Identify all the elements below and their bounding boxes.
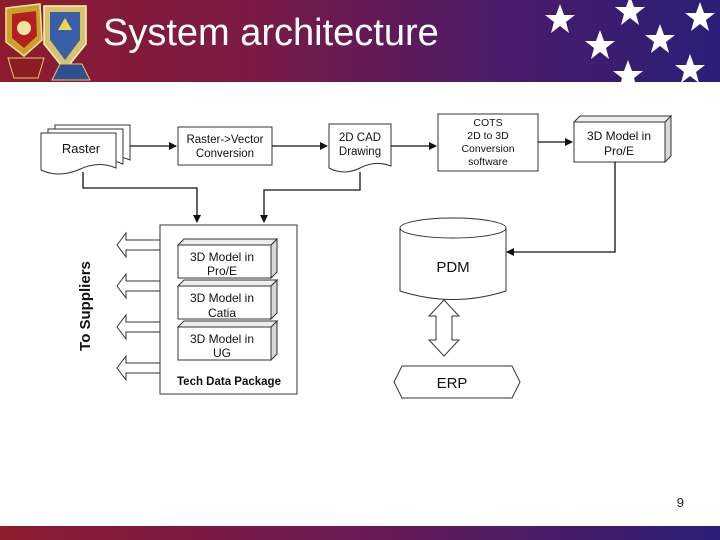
tdp-model-proe-line1: 3D Model in [190, 250, 254, 264]
header-banner: System architecture [0, 0, 720, 82]
pdm-node: PDM [399, 217, 507, 300]
to-suppliers-label: To Suppliers [77, 261, 94, 351]
tdp-model-catia: 3D Model in Catia [176, 278, 279, 321]
page-number: 9 [676, 495, 684, 510]
erp-label: ERP [437, 375, 468, 392]
cots-node: COTS 2D to 3D Conversion software [437, 113, 539, 172]
flow-arrows [82, 138, 616, 256]
footer-bar [0, 526, 720, 540]
pdm-label: PDM [436, 259, 469, 276]
tech-data-package: 3D Model in Pro/E 3D Model in Catia 3D M… [159, 224, 298, 395]
tdp-model-catia-line2: Catia [208, 306, 236, 320]
model-proe-node: 3D Model in Pro/E [572, 114, 673, 164]
cots-label-line3: Conversion [461, 143, 514, 155]
emblem-logo [5, 3, 91, 81]
erp-node: ERP [393, 365, 521, 399]
supplier-arrows [116, 231, 161, 382]
raster-node: Raster [40, 124, 131, 175]
tdp-model-catia-line1: 3D Model in [190, 291, 254, 305]
cad-drawing-label-line1: 2D CAD [339, 132, 381, 144]
tdp-label: Tech Data Package [177, 376, 281, 388]
tdp-model-ug-line1: 3D Model in [190, 332, 254, 346]
conversion-label-line2: Conversion [196, 148, 254, 160]
conversion-node: Raster->Vector Conversion [177, 126, 273, 166]
model-proe-label-line1: 3D Model in [587, 129, 651, 143]
cad-drawing-node: 2D CAD Drawing [328, 123, 392, 173]
cots-label-line1: COTS [473, 117, 502, 129]
conversion-label-line1: Raster->Vector [186, 134, 263, 146]
slide-title: System architecture [103, 12, 439, 54]
raster-label: Raster [62, 141, 101, 156]
model-proe-label-line2: Pro/E [604, 144, 634, 158]
stars-decoration [545, 0, 715, 82]
header-graphics [5, 0, 715, 82]
cots-label-line4: software [468, 156, 508, 168]
tdp-model-ug: 3D Model in UG [176, 319, 279, 362]
cad-drawing-label-line2: Drawing [339, 146, 381, 158]
tdp-model-proe: 3D Model in Pro/E [176, 237, 279, 280]
cots-label-line2: 2D to 3D [467, 130, 509, 142]
tdp-model-ug-line2: UG [213, 346, 231, 360]
tdp-model-proe-line2: Pro/E [207, 264, 237, 278]
pdm-erp-double-arrow [427, 299, 461, 357]
